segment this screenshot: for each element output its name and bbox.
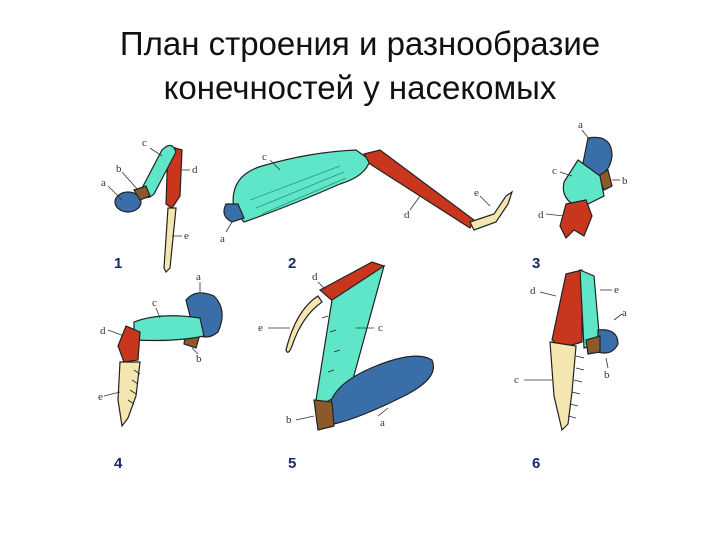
leg-2-tibia	[363, 149, 475, 229]
leg-3-label-d: d	[538, 209, 544, 221]
leg-4-tarsus	[117, 361, 141, 428]
slide-title: План строения и разнообразие конечностей…	[0, 22, 720, 110]
panel-number-3: 3	[532, 255, 540, 272]
leg-4-label-a: a	[196, 271, 201, 283]
leg-6-trochanter	[585, 335, 601, 355]
panel-number-1: 1	[114, 255, 122, 272]
leg-5: d e c b a 5	[258, 261, 434, 472]
leg-1-label-a: a	[101, 177, 106, 189]
leg-5-label-c: c	[378, 322, 383, 334]
panel-number-4: 4	[114, 455, 123, 472]
leg-5-trochanter	[313, 399, 335, 431]
leg-1-label-e: e	[184, 230, 189, 242]
leg-5-label-d: d	[312, 271, 318, 283]
leg-6-label-c: c	[514, 374, 519, 386]
leg-5-coxa	[329, 355, 434, 425]
leg-2-label-e: e	[474, 187, 479, 199]
leg-6-label-a: a	[622, 307, 627, 319]
leg-2-tarsus	[469, 190, 514, 231]
panel-number-5: 5	[288, 455, 296, 472]
leg-4-label-c: c	[152, 297, 157, 309]
leg-2-label-d: d	[404, 209, 410, 221]
leg-6-label-e: e	[614, 284, 619, 296]
leg-5-label-a: a	[380, 417, 385, 429]
leg-3-femur	[562, 159, 605, 209]
leg-2: c a d e 2	[220, 149, 514, 272]
leg-4-label-b: b	[196, 353, 202, 365]
leg-6-label-b: b	[604, 369, 610, 381]
leg-4-label-d: d	[100, 325, 106, 337]
leg-5-label-b: b	[286, 414, 292, 426]
leg-4: a c d b e 4	[98, 271, 223, 472]
leg-1-label-d: d	[192, 164, 198, 176]
leg-1-label-c: c	[142, 137, 147, 149]
leg-5-label-e: e	[258, 322, 263, 334]
leg-6: d e a b c 6	[514, 269, 627, 472]
leg-1-label-b: b	[116, 163, 122, 175]
leg-6-tibia	[551, 269, 583, 349]
leg-4-label-e: e	[98, 391, 103, 403]
leg-6-tarsus	[549, 341, 577, 432]
leg-1-coxa	[114, 191, 142, 213]
leg-3-label-b: b	[622, 175, 628, 187]
leg-3-label-c: c	[552, 165, 557, 177]
leg-1: c b a d e 1	[101, 137, 198, 274]
leg-2-label-a: a	[220, 233, 225, 245]
leg-1-tarsus	[163, 207, 177, 274]
leg-2-label-c: c	[262, 151, 267, 163]
leg-3-tibia	[559, 199, 593, 240]
panel-number-6: 6	[532, 455, 540, 472]
leg-2-trochanter	[223, 203, 245, 223]
leg-4-femur	[133, 315, 205, 342]
leg-6-label-d: d	[530, 285, 536, 297]
panel-number-2: 2	[288, 255, 296, 272]
leg-6-coxa	[597, 329, 619, 354]
leg-5-tarsus	[285, 295, 323, 353]
leg-3: a c b d 3	[532, 119, 628, 272]
title-line-1: План строения и разнообразие	[119, 25, 601, 62]
title-line-2: конечностей у насекомых	[163, 69, 557, 106]
leg-2-femur	[232, 149, 371, 223]
leg-3-label-a: a	[578, 119, 583, 131]
leg-4-tibia	[117, 325, 141, 363]
